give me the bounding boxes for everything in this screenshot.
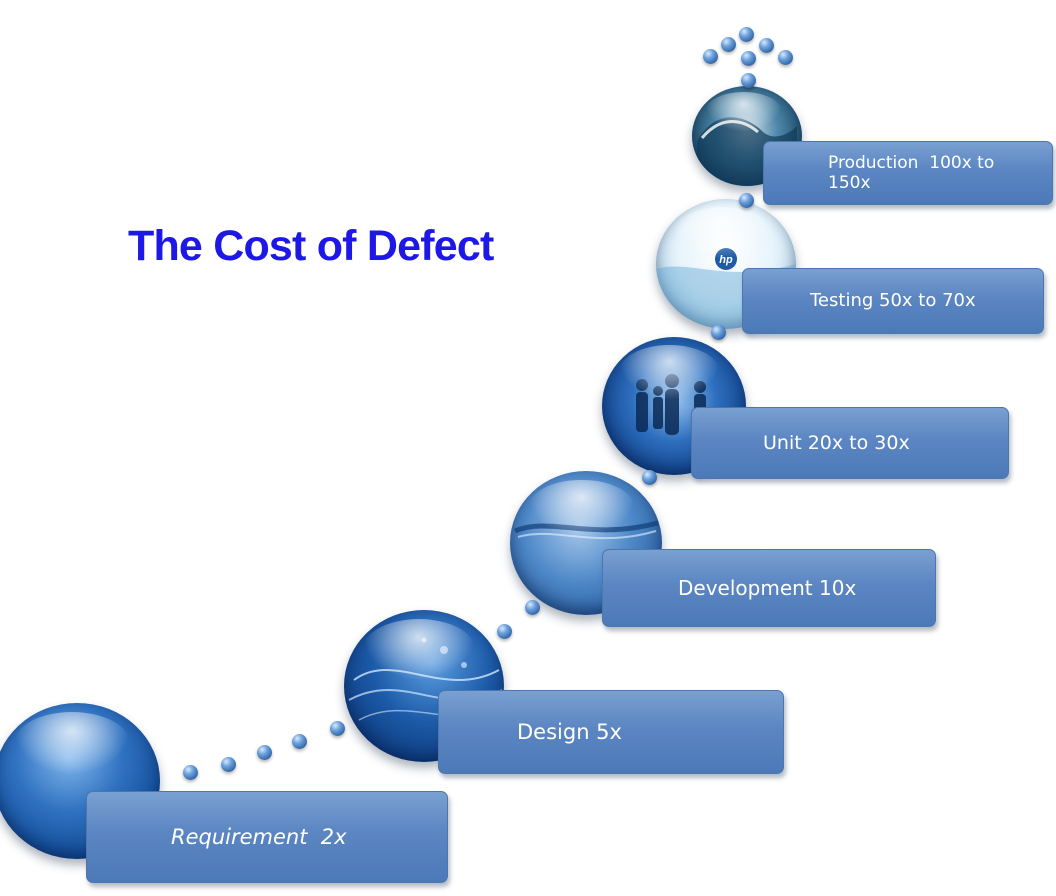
step-testing: Testing 50x to 70x — [742, 268, 1044, 334]
dot — [739, 27, 754, 42]
dot — [759, 38, 774, 53]
dot — [741, 51, 756, 66]
step-unit: Unit 20x to 30x — [691, 407, 1009, 479]
dot — [739, 193, 754, 208]
dot — [642, 470, 657, 485]
dot — [778, 50, 793, 65]
step-label: Testing 50x to 70x — [810, 290, 976, 311]
dot — [292, 734, 307, 749]
dot — [257, 745, 272, 760]
dot — [721, 37, 736, 52]
step-label: Development 10x — [678, 576, 857, 600]
dot — [330, 721, 345, 736]
dot — [221, 757, 236, 772]
step-development: Development 10x — [602, 549, 936, 627]
step-label: Design 5x — [517, 720, 622, 744]
step-production: Production 100x to 150x — [763, 141, 1053, 205]
orb-requirement — [0, 703, 160, 859]
step-label: Requirement 2x — [171, 825, 347, 849]
dot — [497, 624, 512, 639]
dot — [183, 765, 198, 780]
step-design: Design 5x — [438, 690, 784, 774]
step-label: Production 100x to 150x — [828, 153, 1000, 193]
step-requirement: Requirement 2x — [86, 791, 448, 883]
step-label: Unit 20x to 30x — [763, 432, 910, 454]
svg-text:hp: hp — [719, 254, 733, 266]
dot — [711, 325, 726, 340]
dot — [703, 49, 718, 64]
dot — [741, 73, 756, 88]
page-title: The Cost of Defect — [128, 222, 494, 270]
dot — [525, 600, 540, 615]
